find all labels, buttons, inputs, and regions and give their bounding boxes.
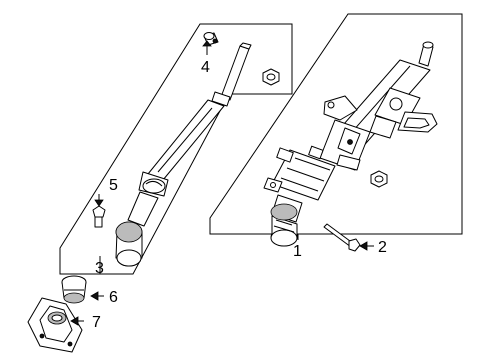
callout-3: 3 [95, 260, 104, 277]
callout-4: 4 [201, 59, 210, 76]
callout-7: 7 [92, 314, 101, 331]
callout-2: 2 [378, 239, 387, 256]
arrow-6 [90, 291, 99, 301]
shaft-group-outline [59, 23, 293, 275]
nut-column [370, 170, 388, 188]
callout-1: 1 [293, 243, 302, 260]
steering-column [263, 41, 438, 247]
column-group-outline [209, 13, 463, 235]
callout-6: 6 [109, 289, 118, 306]
bolt-part-5 [92, 205, 106, 228]
grommet-part-6 [61, 275, 87, 304]
arrow-7 [70, 316, 79, 326]
seal-part-7 [27, 297, 83, 353]
bolt-part-2 [323, 223, 361, 252]
arrow-2 [359, 241, 368, 251]
intermediate-shaft [115, 42, 252, 267]
arrow-4 [202, 40, 212, 47]
arrow-5 [94, 199, 104, 207]
nut-part [262, 68, 280, 86]
callout-5: 5 [109, 177, 118, 194]
